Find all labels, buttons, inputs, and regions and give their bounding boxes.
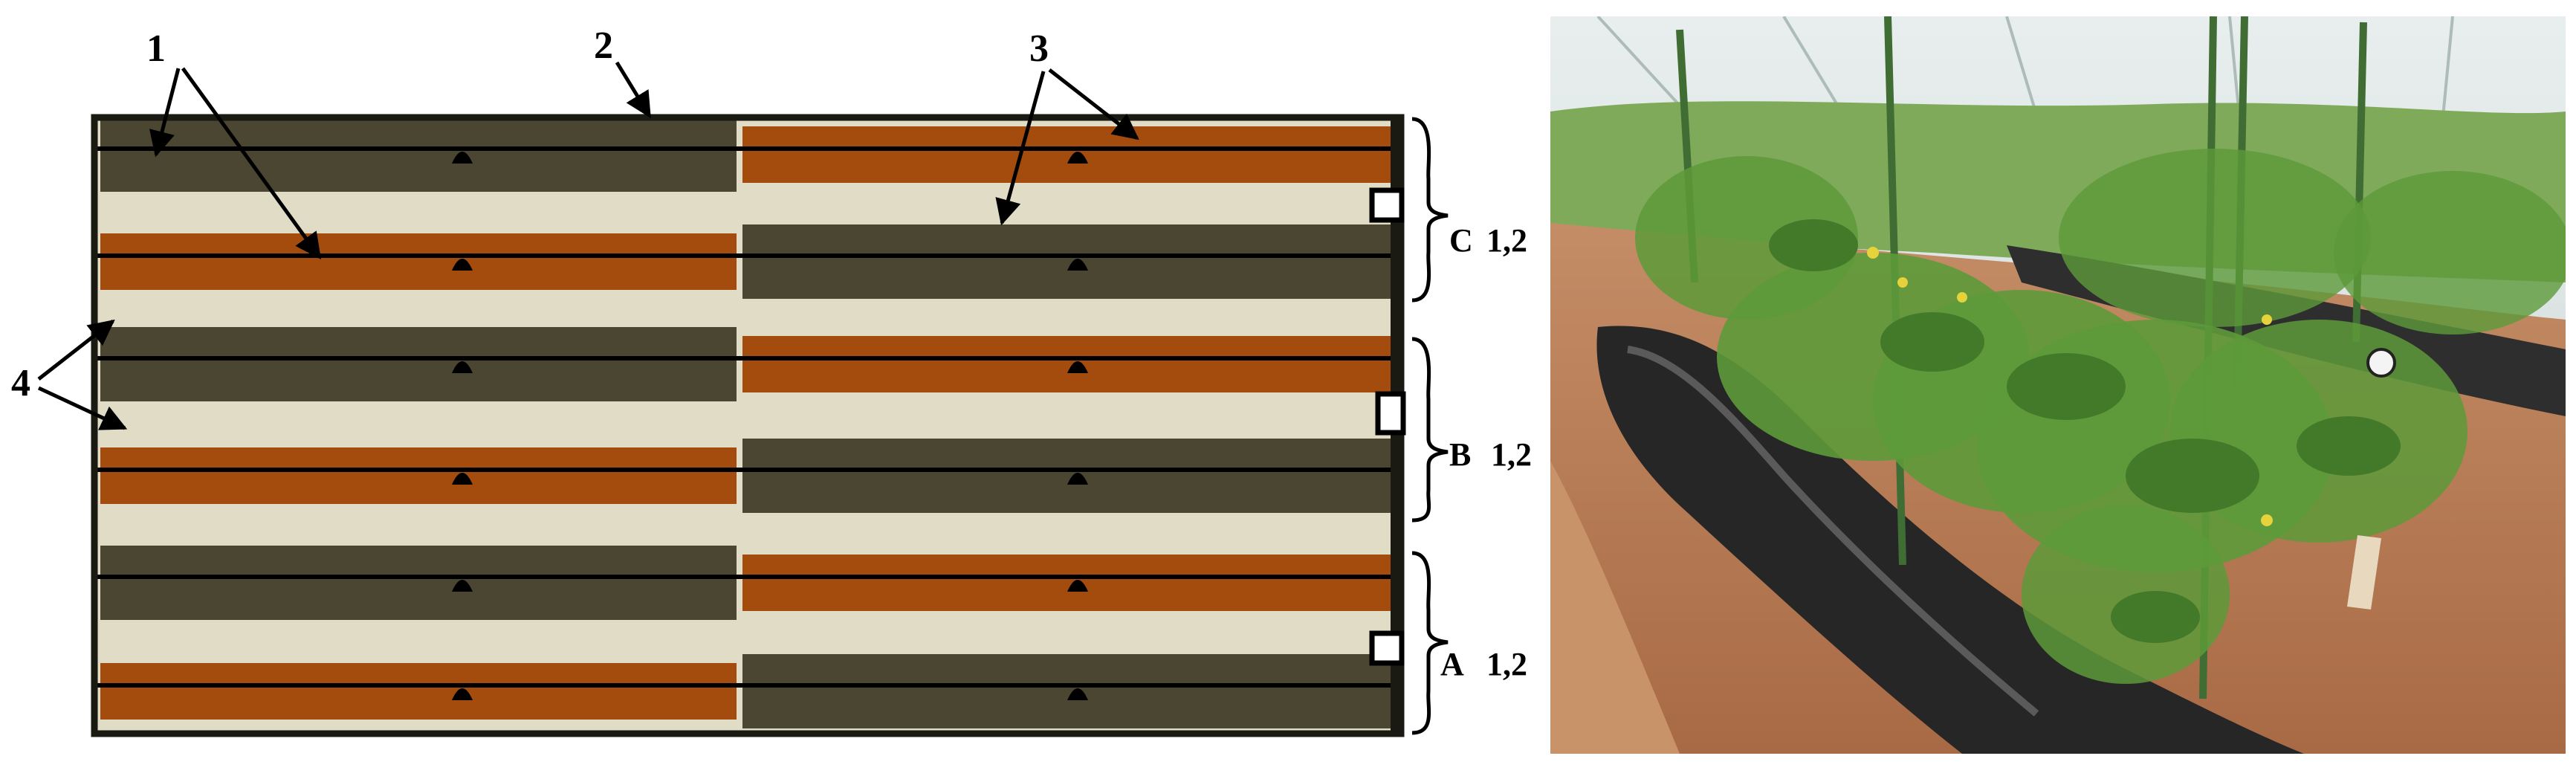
emitter-marker (452, 688, 473, 700)
tomato-leaf-details (1769, 219, 2401, 643)
block-a-letter: A (1440, 646, 1464, 682)
block-c-bracket: C 1,2 (1411, 117, 1527, 303)
block-a-bracket: A 1,2 (1411, 551, 1527, 735)
bed-row-orange (100, 663, 737, 720)
bed-row-orange (100, 233, 737, 290)
block-a-numbers: 1,2 (1486, 646, 1527, 682)
field-layout-diagram: 1 2 3 4 C 1,2 B 1,2 (11, 25, 1532, 737)
emitter-marker (1067, 473, 1088, 485)
block-b-numbers: 1,2 (1491, 436, 1532, 473)
tomato-flowers (1867, 247, 2273, 526)
planting-bed-rows (100, 117, 1393, 728)
callout-3-label: 3 (1029, 28, 1049, 70)
greenhouse-photo (1550, 16, 2566, 754)
emitter-marker (1067, 152, 1088, 164)
callout-3: 3 (995, 28, 1139, 226)
bed-row-orange (742, 126, 1393, 183)
valve-c-icon (1369, 187, 1405, 223)
bed-row-orange (742, 336, 1393, 392)
valve-b-icon (1375, 391, 1406, 436)
emitter-marker (1067, 361, 1088, 373)
valve-a-icon (1369, 630, 1405, 666)
emitter-marker (452, 361, 473, 373)
emitter-marker (1067, 580, 1088, 592)
soil-left-edge (1550, 461, 1680, 754)
emitter-marker (452, 473, 473, 485)
bed-row-dark (100, 117, 737, 192)
callout-2: 2 (594, 25, 652, 118)
callout-4-label: 4 (11, 362, 30, 404)
block-b-bracket: B 1,2 (1411, 337, 1532, 523)
bed-row-dark (742, 654, 1393, 728)
emitter-marker (1067, 688, 1088, 700)
bed-row-orange (100, 447, 737, 504)
field-background (94, 117, 1401, 734)
bed-row-dark (742, 439, 1393, 513)
emitter-marker (452, 259, 473, 271)
plant-label-tag (2347, 535, 2381, 610)
callout-1: 1 (146, 28, 322, 259)
bed-row-orange (742, 555, 1393, 611)
block-c-letter: C (1449, 222, 1473, 259)
block-b-letter: B (1449, 436, 1471, 473)
bed-row-dark (100, 546, 737, 620)
callout-1-label: 1 (146, 28, 166, 70)
bed-row-dark (100, 327, 737, 401)
callout-2-label: 2 (594, 25, 613, 67)
plastic-mulch-highlight (1627, 346, 2039, 717)
callout-4: 4 (11, 319, 128, 430)
soil-thermometer-icon (2366, 348, 2396, 378)
emitter-marker (452, 580, 473, 592)
drip-emitters (452, 152, 1088, 700)
emitter-marker (452, 152, 473, 164)
block-c-numbers: 1,2 (1486, 222, 1527, 259)
bed-row-dark (742, 224, 1393, 299)
emitter-marker (1067, 259, 1088, 271)
